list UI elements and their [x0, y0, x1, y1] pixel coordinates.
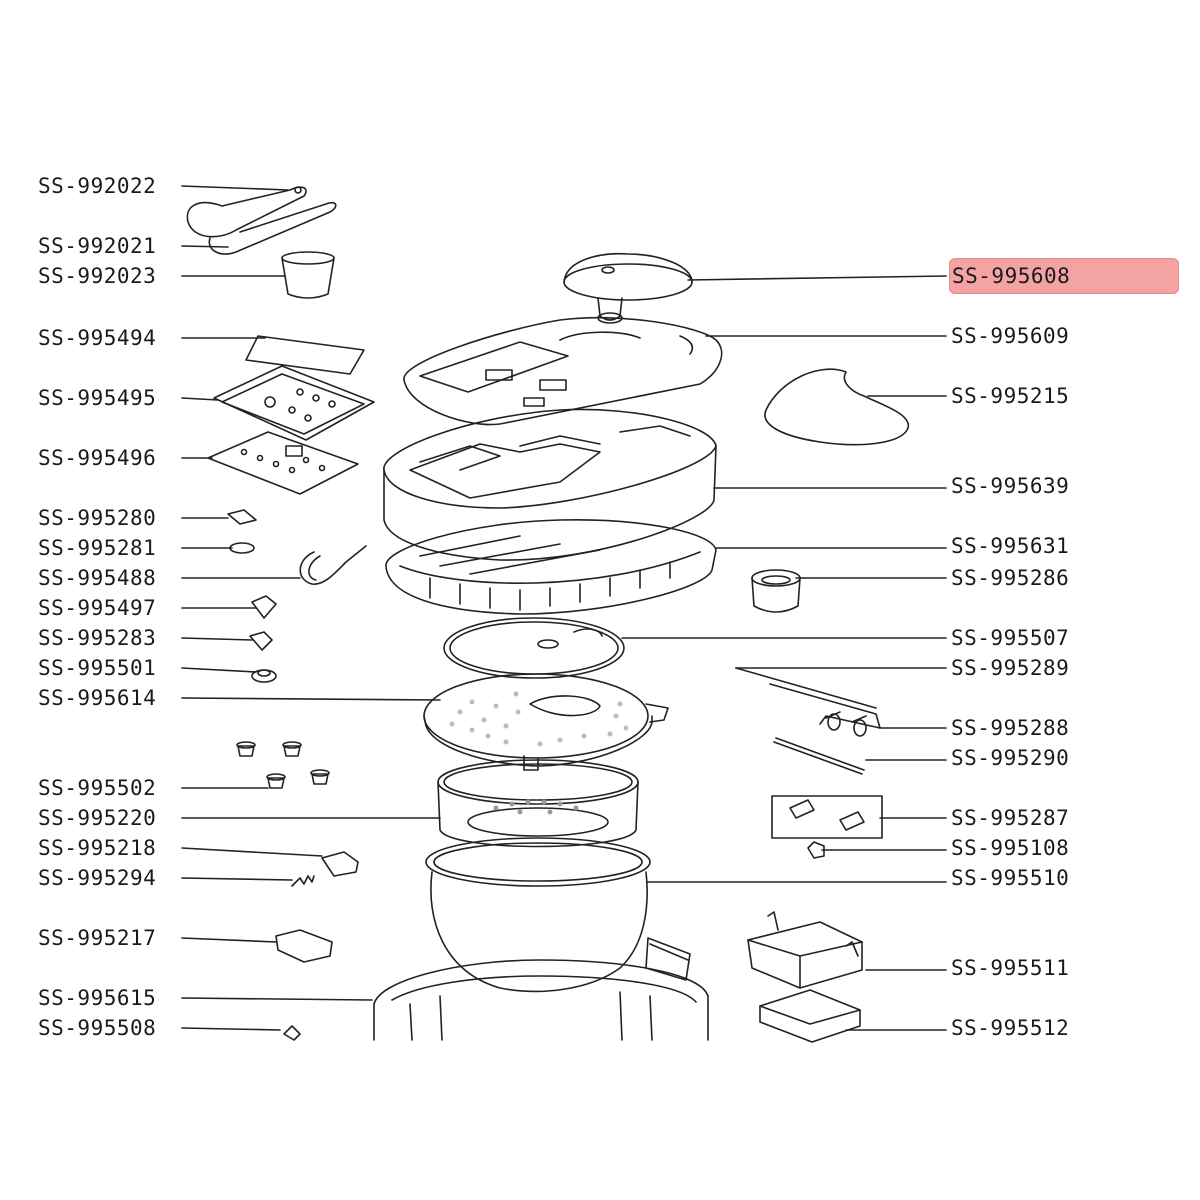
lower-pcb — [759, 989, 861, 1043]
thermal-sensor-cable — [299, 545, 367, 585]
latch-part — [321, 851, 359, 877]
inner-pot — [425, 837, 651, 993]
part-label[interactable]: SS-995283 — [38, 626, 157, 650]
spring — [291, 875, 315, 887]
part-label[interactable]: SS-995280 — [38, 506, 157, 530]
steam-valve-cap — [563, 252, 693, 324]
part-label[interactable]: SS-995614 — [38, 686, 157, 710]
pcb-board — [207, 431, 359, 495]
base-housing — [373, 937, 709, 1041]
lid-housing — [383, 408, 717, 561]
part-label[interactable]: SS-995220 — [38, 806, 157, 830]
part-label[interactable]: SS-995507 — [951, 626, 1070, 650]
part-label[interactable]: SS-995512 — [951, 1016, 1070, 1040]
part-label[interactable]: SS-995288 — [951, 716, 1070, 740]
part-label[interactable]: SS-995294 — [38, 866, 157, 890]
part-label[interactable]: SS-992022 — [38, 174, 157, 198]
part-label[interactable]: SS-992023 — [38, 264, 157, 288]
control-film — [245, 335, 365, 375]
small-screw — [283, 1025, 301, 1041]
control-panel-board — [213, 365, 375, 441]
inner-lid-frame — [385, 519, 717, 615]
steam-basket — [437, 759, 639, 848]
part-label[interactable]: SS-995508 — [38, 1016, 157, 1040]
part-label[interactable]: SS-995494 — [38, 326, 157, 350]
part-label[interactable]: SS-995615 — [38, 986, 157, 1010]
part-label[interactable]: SS-995108 — [951, 836, 1070, 860]
lid-seal — [764, 368, 909, 446]
part-label[interactable]: SS-995217 — [38, 926, 157, 950]
control-box — [747, 911, 863, 989]
inner-lid-plate — [423, 673, 669, 771]
part-label[interactable]: SS-995496 — [38, 446, 157, 470]
top-lid-panel — [403, 316, 723, 426]
part-label[interactable]: SS-995488 — [38, 566, 157, 590]
right-leader-lines — [621, 275, 947, 1031]
inner-cover-ring — [443, 617, 625, 679]
part-label[interactable]: SS-995495 — [38, 386, 157, 410]
part-label[interactable]: SS-995511 — [951, 956, 1070, 980]
part-label[interactable]: SS-995289 — [951, 656, 1070, 680]
left-leader-lines — [181, 185, 441, 1031]
part-label[interactable]: SS-995218 — [38, 836, 157, 860]
measuring-cup — [281, 251, 335, 299]
part-label[interactable]: SS-995502 — [38, 776, 157, 800]
rice-spatula-and-ladle — [186, 186, 337, 255]
part-label[interactable]: SS-995287 — [951, 806, 1070, 830]
part-label[interactable]: SS-992021 — [38, 234, 157, 258]
part-label[interactable]: SS-995286 — [951, 566, 1070, 590]
part-label[interactable]: SS-995281 — [38, 536, 157, 560]
rubber-feet — [236, 741, 330, 789]
heating-connector-parts — [735, 667, 883, 859]
small-clip — [227, 509, 257, 525]
part-label[interactable]: SS-995510 — [951, 866, 1070, 890]
part-label[interactable]: SS-995290 — [951, 746, 1070, 770]
part-label-highlighted[interactable]: SS-995608 — [949, 258, 1179, 294]
part-label[interactable]: SS-995639 — [951, 474, 1070, 498]
part-label[interactable]: SS-995631 — [951, 534, 1070, 558]
part-label[interactable]: SS-995609 — [951, 324, 1070, 348]
part-label[interactable]: SS-995497 — [38, 596, 157, 620]
part-label[interactable]: SS-995501 — [38, 656, 157, 680]
valve-parts — [249, 595, 277, 683]
valve-ring — [751, 569, 801, 613]
small-pad — [229, 542, 255, 554]
part-label[interactable]: SS-995215 — [951, 384, 1070, 408]
hinge-part — [275, 929, 333, 963]
